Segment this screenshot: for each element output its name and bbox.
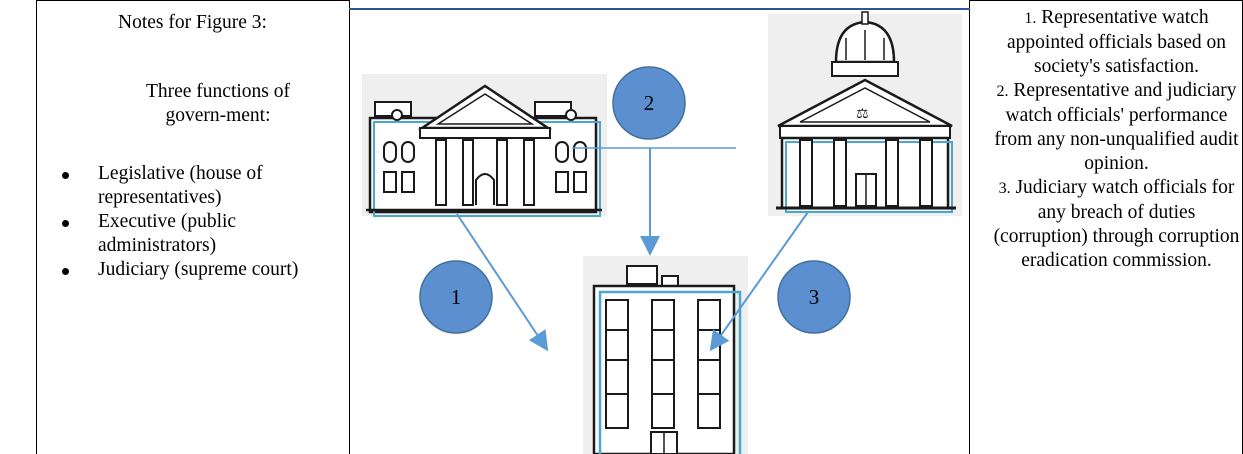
explanation-item: 2. Representative and judiciary watch of… xyxy=(990,79,1243,176)
marker-2: 2 xyxy=(612,66,686,140)
table-border-top-right xyxy=(969,0,1243,1)
explanation-item: 1. Representative watch appointed offici… xyxy=(990,6,1243,79)
marker-3: 3 xyxy=(777,260,851,334)
arrow-1 xyxy=(456,213,549,352)
explanations-list: 1. Representative watch appointed offici… xyxy=(990,6,1243,273)
table-border-middle-right xyxy=(969,0,970,454)
notes-column: Notes for Figure 3: Three functions of g… xyxy=(36,0,349,454)
functions-list: Legislative (house of representatives) E… xyxy=(58,162,318,282)
table-border-top-left xyxy=(36,0,350,1)
explanation-number: 2. xyxy=(996,83,1009,100)
explanation-text: Judiciary watch officials for any breach… xyxy=(993,177,1240,271)
svg-text:⚖: ⚖ xyxy=(856,106,869,122)
legislative-building-icon xyxy=(362,74,607,217)
arrow-3 xyxy=(709,211,809,352)
marker-1: 1 xyxy=(419,260,493,334)
svg-text:3: 3 xyxy=(809,285,820,309)
explanations-column: 1. Representative watch appointed offici… xyxy=(990,6,1243,454)
table-border-left xyxy=(36,0,37,454)
executive-building-icon xyxy=(583,256,748,454)
explanation-number: 1. xyxy=(1024,10,1037,27)
notes-title: Notes for Figure 3: xyxy=(118,12,267,33)
table-border-middle-left xyxy=(349,0,350,454)
list-item: Judiciary (supreme court) xyxy=(58,258,318,282)
explanation-number: 3. xyxy=(998,180,1011,197)
notes-subtitle: Three functions of govern-ment: xyxy=(145,81,291,126)
svg-text:1: 1 xyxy=(451,285,462,309)
explanation-text: Representative and judiciary watch offic… xyxy=(994,80,1239,174)
list-item: Legislative (house of representatives) xyxy=(58,162,318,210)
explanation-item: 3. Judiciary watch officials for any bre… xyxy=(990,176,1243,273)
diagram-top-border xyxy=(349,8,970,10)
list-item: Executive (public administrators) xyxy=(58,210,318,258)
judiciary-building-icon: ⚖ xyxy=(768,11,962,216)
svg-text:2: 2 xyxy=(644,91,655,115)
explanation-text: Representative watch appointed officials… xyxy=(1007,7,1226,77)
